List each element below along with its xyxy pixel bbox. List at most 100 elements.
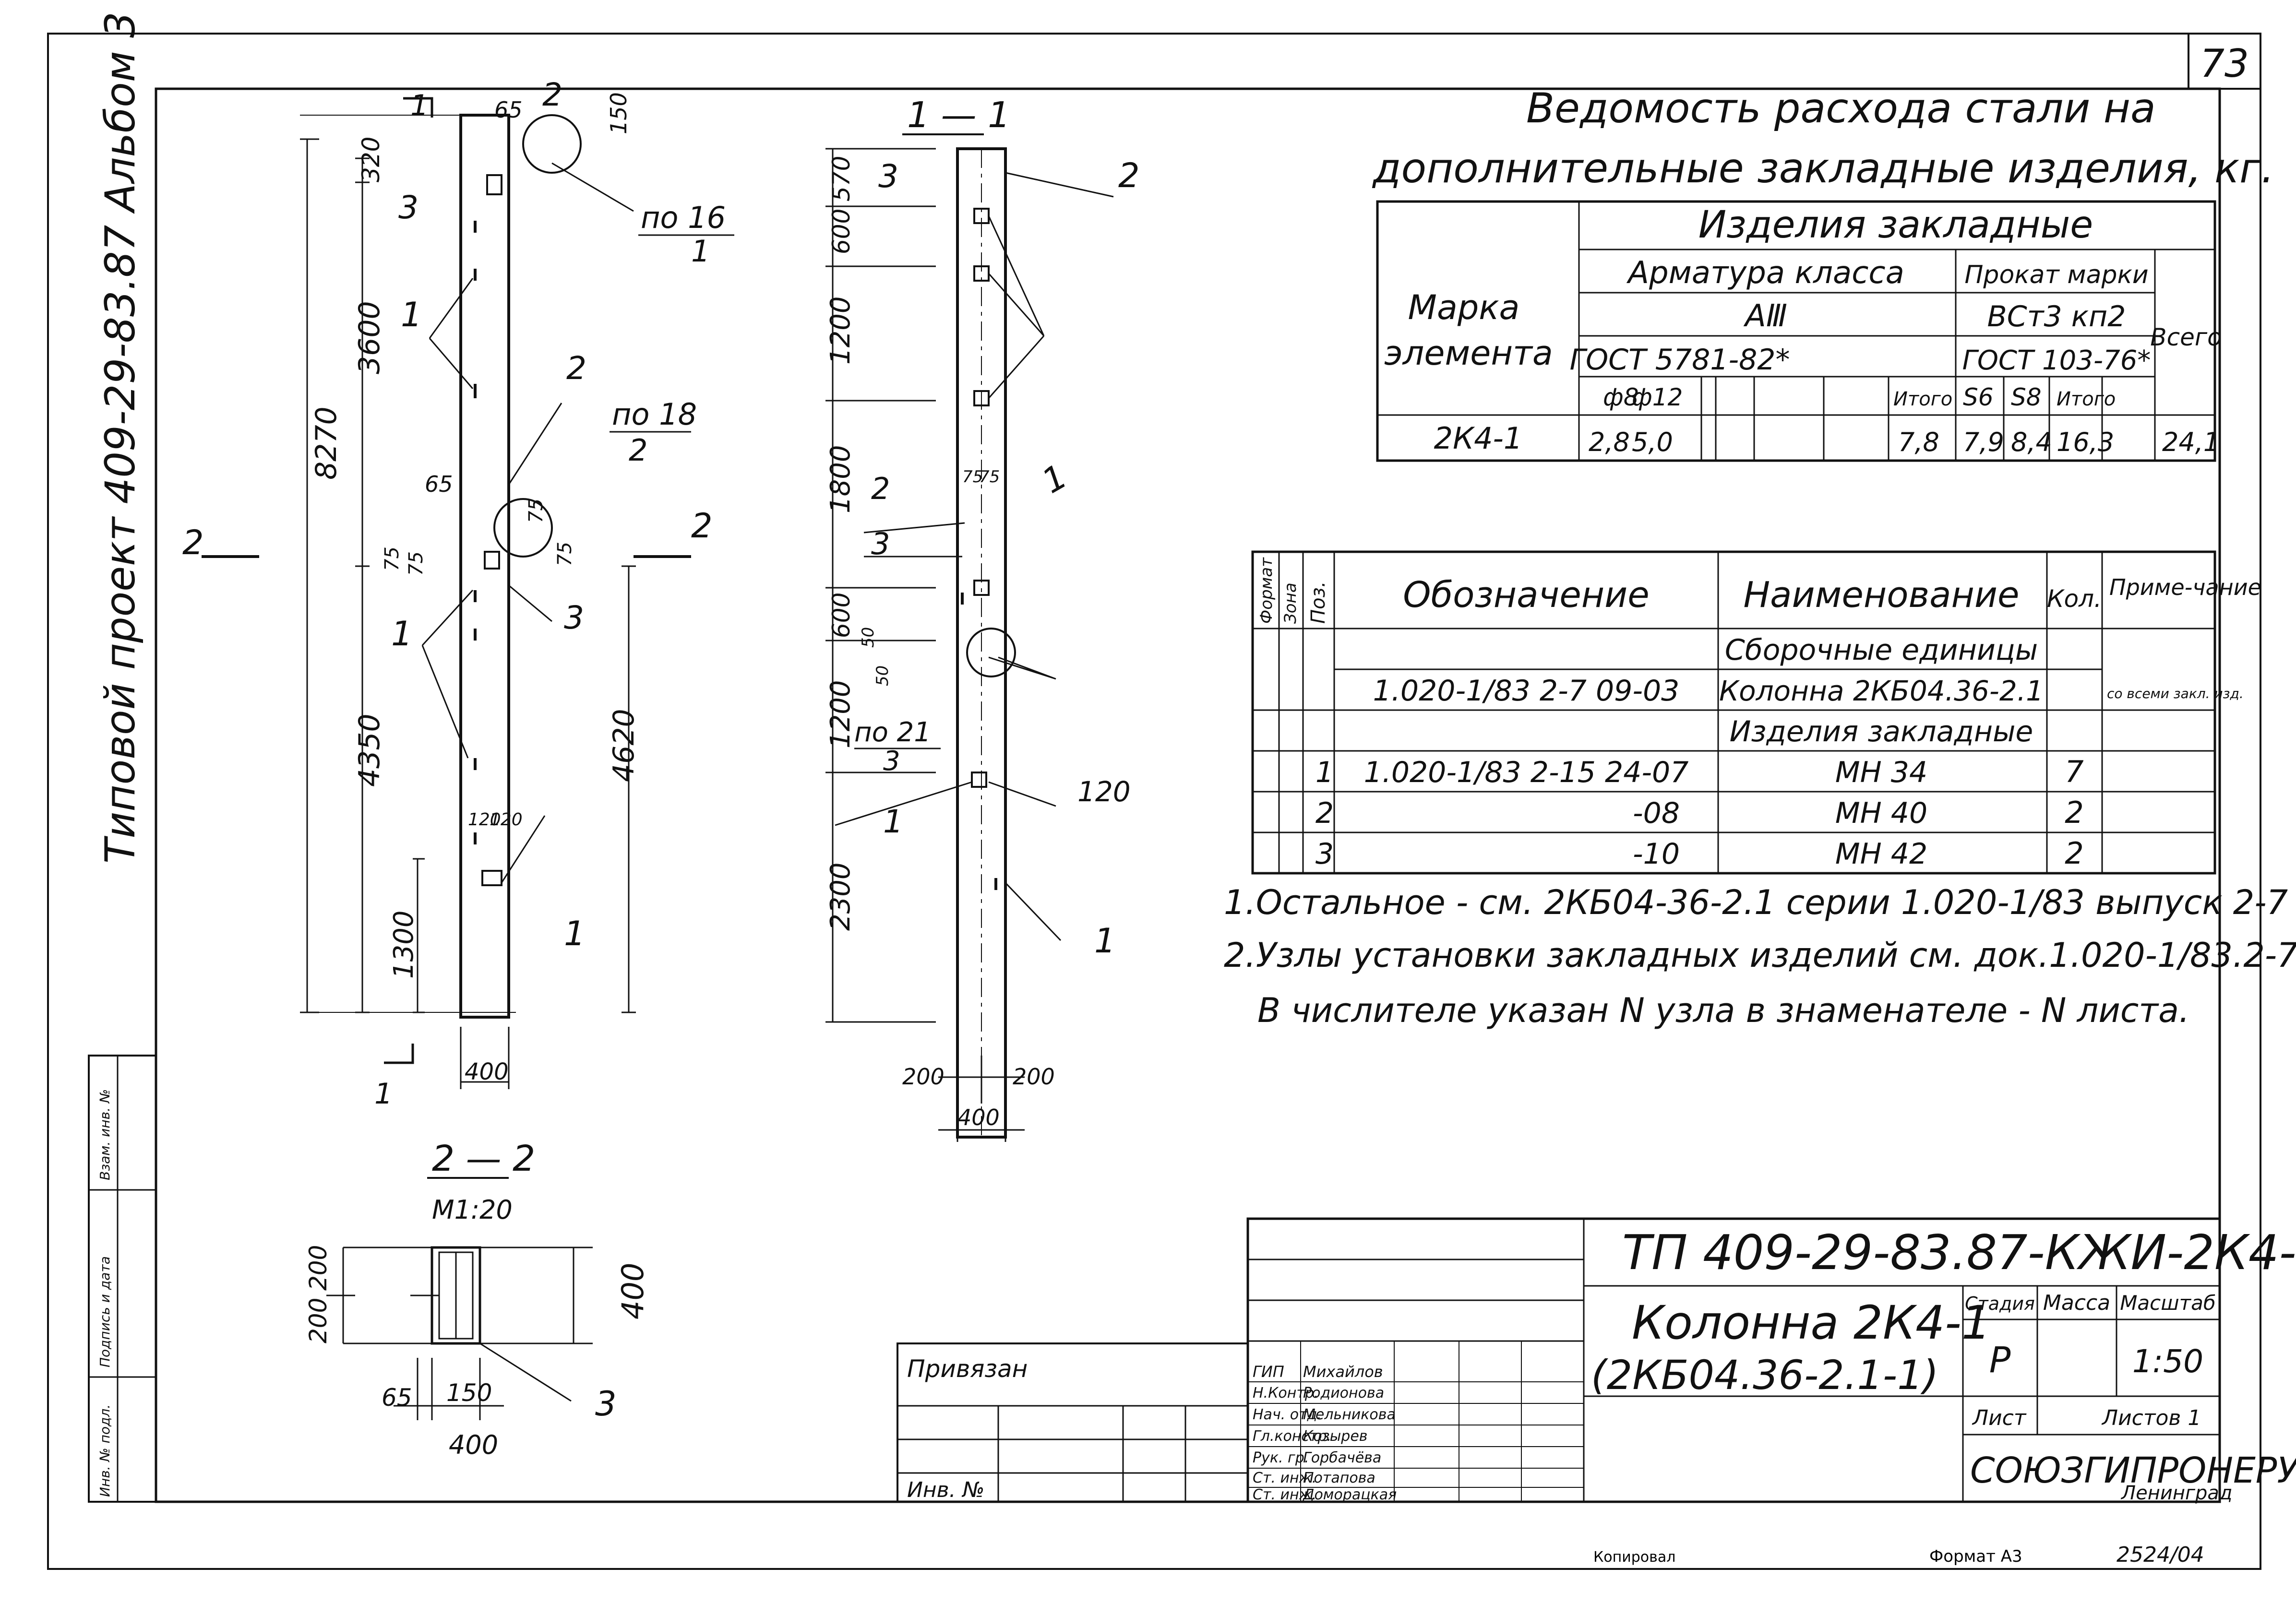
svg-text:Всего: Всего [2150, 323, 2222, 351]
svg-text:2: 2 [691, 506, 713, 546]
svg-text:3: 3 [883, 746, 900, 777]
svg-text:120: 120 [1077, 775, 1131, 808]
svg-text:1 — 1: 1 — 1 [907, 95, 1010, 136]
svg-text:2,8: 2,8 [1589, 427, 1630, 457]
svg-text:120: 120 [490, 810, 523, 830]
svg-text:7,8: 7,8 [1898, 427, 1939, 457]
svg-text:1.020-1/83 2-7 09-03: 1.020-1/83 2-7 09-03 [1373, 674, 1680, 708]
svg-text:75: 75 [381, 546, 403, 571]
svg-text:1: 1 [1036, 456, 1074, 501]
svg-text:Мельникова: Мельникова [1303, 1406, 1396, 1423]
side-title: Типовой проект 409-29-83.87 Альбом 3 [96, 12, 144, 864]
svg-text:Сборочные единицы: Сборочные единицы [1725, 633, 2038, 667]
svg-text:1: 1 [691, 234, 710, 269]
svg-text:4350: 4350 [353, 713, 386, 787]
svg-text:50: 50 [873, 665, 892, 686]
svg-text:МН 40: МН 40 [1835, 796, 1927, 830]
svg-text:570: 570 [827, 156, 855, 202]
svg-text:МН 34: МН 34 [1835, 756, 1927, 789]
svg-text:Формат: Формат [1257, 557, 1276, 624]
svg-text:2: 2 [1118, 156, 1140, 195]
svg-text:Итого: Итого [1893, 388, 1952, 410]
outer-frame [47, 33, 2261, 1570]
svg-text:2 — 2: 2 — 2 [432, 1138, 535, 1179]
svg-text:Инв. № подл.: Инв. № подл. [97, 1404, 113, 1497]
footer-format: Формат А3 [1929, 1547, 2022, 1566]
svg-text:Приме-чание: Приме-чание [2109, 574, 2261, 600]
svg-text:1: 1 [410, 89, 429, 122]
footer-copied: Копировал [1593, 1549, 1675, 1566]
svg-text:3: 3 [871, 526, 890, 561]
svg-text:1.Остальное - см. 2КБ04-36-2.1: 1.Остальное - см. 2КБ04-36-2.1 серии 1.0… [1224, 883, 2288, 922]
svg-text:2: 2 [566, 350, 586, 387]
svg-text:75: 75 [979, 467, 1000, 487]
svg-text:600: 600 [827, 593, 855, 638]
svg-text:75: 75 [405, 551, 427, 576]
svg-text:200: 200 [1013, 1064, 1055, 1090]
svg-text:1: 1 [401, 295, 422, 334]
svg-text:65: 65 [494, 97, 523, 123]
svg-text:Арматура класса: Арматура класса [1626, 255, 1904, 291]
svg-text:3: 3 [564, 599, 584, 636]
sheet-number: 73 [2200, 41, 2249, 86]
svg-text:Горбачёва: Горбачёва [1303, 1449, 1381, 1466]
svg-text:3: 3 [1315, 837, 1334, 871]
svg-text:Михайлов: Михайлов [1303, 1363, 1383, 1381]
svg-text:АⅢ: АⅢ [1743, 298, 1787, 334]
svg-text:Изделия закладные: Изделия закладные [1698, 203, 2093, 247]
svg-text:ГИП: ГИП [1253, 1363, 1284, 1381]
svg-text:Ст. инж.: Ст. инж. [1253, 1486, 1316, 1503]
svg-text:Итого: Итого [2057, 388, 2116, 410]
steel-table: Ведомость расхода стали на дополнительны… [1372, 84, 2274, 462]
svg-text:2300: 2300 [825, 862, 856, 931]
svg-text:2: 2 [2065, 836, 2083, 871]
title-line-2: дополнительные закладные изделия, кг. [1372, 144, 2274, 192]
svg-text:Листов 1: Листов 1 [2101, 1406, 2201, 1430]
svg-text:2К4-1: 2К4-1 [1434, 421, 1523, 456]
svg-text:Доморацкая: Доморацкая [1302, 1486, 1397, 1503]
svg-text:ГОСТ 5781-82*: ГОСТ 5781-82* [1570, 343, 1790, 377]
inv-label: Инв. № [907, 1478, 984, 1502]
svg-text:3: 3 [595, 1384, 617, 1424]
svg-text:3: 3 [398, 189, 419, 226]
sheet-number-box [2188, 33, 2261, 90]
svg-text:2: 2 [2065, 795, 2083, 830]
svg-text:8270: 8270 [310, 406, 343, 480]
column-front-view: 8270 3600 4350 4620 1300 320 65 150 65 7… [182, 76, 734, 1111]
svg-text:200: 200 [902, 1064, 945, 1090]
svg-text:1: 1 [374, 1077, 393, 1111]
svg-text:120: 120 [468, 810, 501, 830]
inner-frame [155, 87, 2221, 1503]
svg-text:400: 400 [465, 1058, 509, 1085]
svg-text:Прокат марки: Прокат марки [1964, 261, 2148, 289]
svg-text:ВСт3 кп2: ВСт3 кп2 [1987, 300, 2126, 333]
svg-text:1: 1 [883, 803, 903, 840]
svg-text:Колонна 2КБ04.36-2.1: Колонна 2КБ04.36-2.1 [1719, 675, 2044, 707]
svg-text:по 16: по 16 [641, 200, 726, 235]
svg-text:16,3: 16,3 [2057, 427, 2114, 457]
svg-text:65: 65 [425, 471, 453, 497]
svg-text:S6: S6 [1963, 383, 1994, 411]
svg-text:2: 2 [182, 523, 204, 562]
svg-text:3: 3 [878, 158, 898, 195]
svg-text:со всеми закл. изд.: со всеми закл. изд. [2107, 686, 2244, 701]
svg-text:Родионова: Родионова [1303, 1385, 1384, 1401]
svg-text:75: 75 [525, 499, 547, 523]
svg-text:ф8: ф8 [1603, 383, 1639, 411]
svg-text:2: 2 [871, 471, 890, 506]
svg-text:50: 50 [859, 627, 878, 648]
svg-text:320: 320 [357, 137, 385, 182]
svg-text:400: 400 [957, 1104, 1000, 1130]
svg-text:Рук. гр.: Рук. гр. [1253, 1449, 1309, 1466]
svg-text:7: 7 [2065, 754, 2083, 789]
svg-text:Козырев: Козырев [1303, 1428, 1367, 1445]
svg-text:Зона: Зона [1281, 582, 1300, 624]
title-block: Привязан Инв. № ГИП Н.Контр. Нач. отд. Г… [897, 1217, 2296, 1504]
left-stamp: Инв. № подл. Подпись и дата Взам. инв. № [88, 1055, 157, 1503]
svg-text:1: 1 [1315, 756, 1334, 789]
svg-text:Потапова: Потапова [1303, 1470, 1375, 1486]
svg-text:Р: Р [1989, 1340, 2011, 1381]
svg-text:Гл.констр.: Гл.констр. [1253, 1428, 1331, 1445]
svg-text:150: 150 [606, 92, 632, 134]
